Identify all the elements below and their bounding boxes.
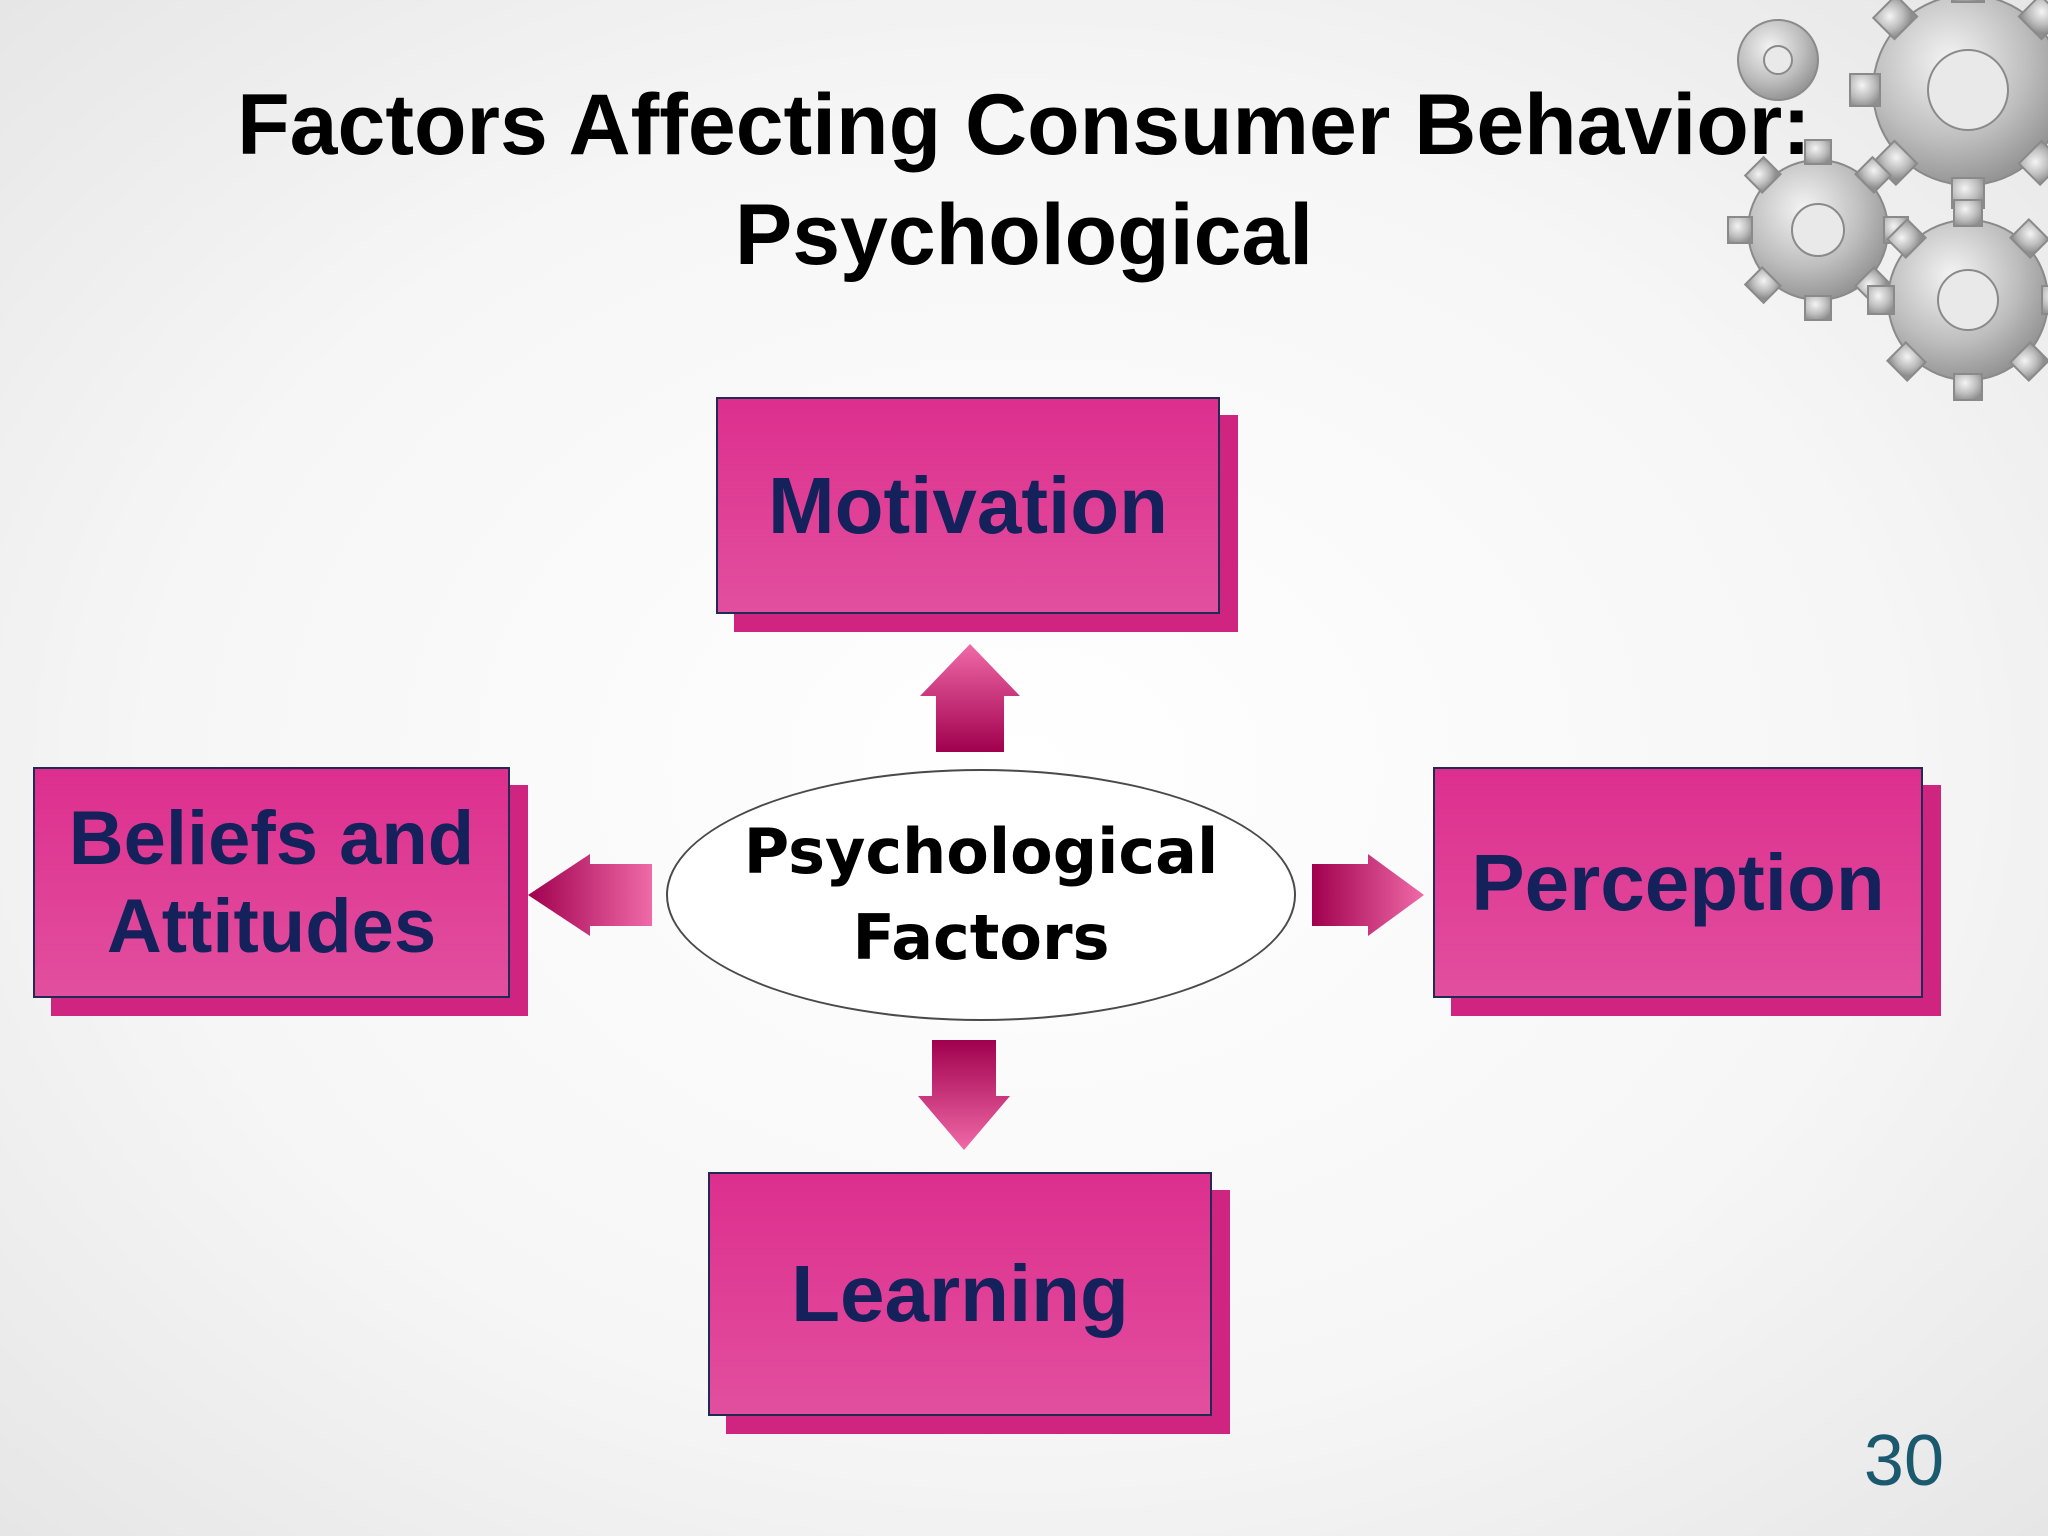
psychological-factors-ellipse: Psychological Factors	[666, 769, 1296, 1021]
beliefs-attitudes-box: Beliefs and Attitudes	[33, 767, 510, 998]
learning-label: Learning	[791, 1249, 1129, 1338]
title-line-2: Psychological	[734, 187, 1314, 283]
perception-box: Perception	[1433, 767, 1923, 998]
gears-decoration-icon	[1727, 0, 2048, 401]
arrow-left-icon	[528, 854, 652, 936]
learning-box: Learning	[708, 1172, 1212, 1416]
arrow-down-icon	[918, 1040, 1010, 1150]
psychological-factors-label: Psychological Factors	[743, 815, 1219, 974]
motivation-box: Motivation	[716, 397, 1220, 614]
motivation-label: Motivation	[768, 460, 1168, 550]
title-line-1: Factors Affecting Consumer Behavior:	[237, 77, 1811, 173]
perception-label: Perception	[1471, 837, 1885, 927]
page-number: 30	[1863, 1421, 1944, 1501]
slide-title: Factors Affecting Consumer Behavior: Psy…	[0, 70, 2048, 290]
beliefs-attitudes-label: Beliefs and Attitudes	[68, 795, 475, 969]
arrow-up-icon	[920, 644, 1020, 752]
arrow-right-icon	[1312, 854, 1424, 936]
